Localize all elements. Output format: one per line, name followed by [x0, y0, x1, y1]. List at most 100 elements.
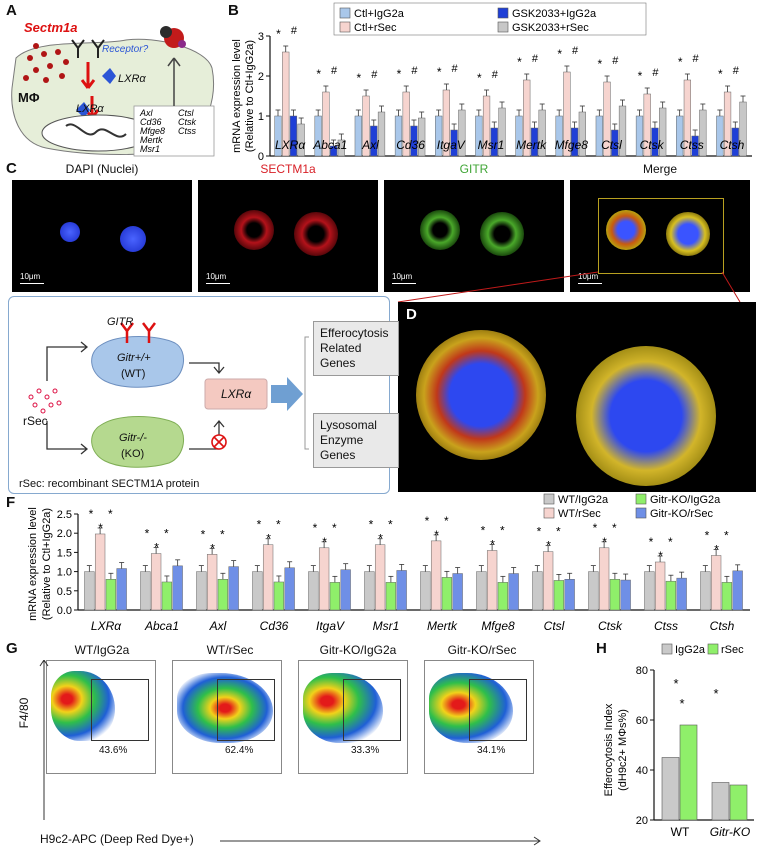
group-label: Gitr-KO	[710, 825, 750, 839]
gitr-label: GITR	[107, 316, 133, 328]
sig-star: *	[98, 521, 103, 535]
scale-bar	[392, 283, 416, 284]
efferocytosis-icon	[160, 26, 186, 48]
bar	[542, 551, 554, 611]
sig-star: *	[397, 67, 402, 81]
sig-star: *	[593, 521, 598, 535]
sig-hash: #	[733, 65, 740, 77]
y-label-line1: mRNA expression level	[231, 39, 243, 153]
legend-label: WT/IgG2a	[558, 494, 609, 506]
panel-letter-g: G	[6, 640, 18, 657]
bar	[661, 757, 680, 821]
bar	[588, 571, 599, 611]
flow-density	[429, 673, 513, 743]
category-label: Ctsk	[598, 619, 623, 633]
flow-percent-3: 33.3%	[351, 745, 380, 756]
category-label: Ctsl	[544, 619, 565, 633]
y-label-line1: mRNA expression level	[27, 507, 39, 621]
sig-hash: #	[492, 69, 499, 81]
bar	[308, 571, 319, 611]
sig-star: *	[425, 514, 430, 528]
sig-hash: #	[452, 63, 459, 75]
scale-bar	[578, 283, 602, 284]
sig-star: *	[356, 71, 361, 85]
y-tick-label: 1.0	[57, 567, 72, 579]
lxra-box-label: LXRα	[221, 387, 252, 401]
bar	[654, 561, 666, 611]
merge-image: 10μm	[570, 180, 750, 292]
category-label: Msr1	[478, 138, 505, 152]
rsec-label: rSec	[23, 414, 48, 428]
lxra-shape-icon-2	[76, 102, 90, 118]
panel-e-box: GITR Gitr+/+ (WT) Gitr-/- (KO) rSec LXRα…	[8, 296, 399, 494]
gene-label: Msr1	[140, 144, 160, 154]
category-label: Ctsh	[710, 619, 735, 633]
bar	[374, 544, 386, 611]
sig-star: *	[714, 542, 719, 556]
sig-star: *	[668, 535, 673, 549]
bar	[700, 571, 711, 611]
bar	[396, 570, 407, 611]
cell-1	[234, 210, 274, 250]
sig-star: *	[678, 55, 683, 69]
lxra-shape-icon	[102, 68, 116, 84]
panel-e-footnote: rSec: recombinant SECTM1A protein	[19, 478, 199, 490]
y-label-line1: Efferocytosis Index	[603, 703, 615, 796]
category-label: Mertk	[427, 619, 458, 633]
category-label: Cd36	[260, 619, 289, 633]
category-label: ItgaV	[437, 138, 466, 152]
sig-star: *	[220, 527, 225, 541]
scale-bar-label: 10μm	[578, 272, 599, 281]
y-label-line2: (Relative to Ctl+IgG2a)	[41, 508, 53, 620]
sig-star: *	[537, 525, 542, 539]
bar	[732, 570, 743, 611]
sig-star: *	[602, 535, 607, 549]
sig-star: *	[434, 528, 439, 542]
sig-star: *	[154, 541, 159, 555]
panel-e-schematic: GITR Gitr+/+ (WT) Gitr-/- (KO) rSec LXRα…	[19, 316, 309, 490]
legend-label: GSK2033+IgG2a	[512, 8, 597, 20]
lxra-box	[204, 378, 268, 410]
sectm1a-channel-label: SECTM1a	[260, 162, 316, 176]
bar	[262, 544, 274, 611]
sig-hash: #	[371, 69, 378, 81]
panel-letter-h: H	[596, 640, 607, 657]
panel-letter-b: B	[228, 2, 239, 19]
ko-label: (KO)	[121, 448, 144, 460]
legend-swatch	[707, 643, 719, 655]
category-label: Ctss	[680, 138, 704, 152]
arrow-up-icon	[167, 57, 181, 106]
cell-1	[420, 210, 460, 250]
bar	[340, 569, 351, 611]
bar	[385, 582, 397, 611]
wt-arrow-icon	[189, 362, 225, 375]
sig-star: *	[481, 523, 486, 537]
flow-gate	[91, 679, 149, 741]
legend-label: Gitr-KO/rSec	[650, 508, 713, 520]
category-label: Ctsl	[601, 138, 622, 152]
sectm1a-label: Sectm1a	[24, 20, 77, 35]
flow-plot-3: 33.3%	[298, 660, 408, 774]
receptor-icon	[71, 39, 105, 58]
flow-plot-4: 34.1%	[424, 660, 534, 774]
category-label: Axl	[209, 619, 227, 633]
box1-line3: Genes	[320, 356, 356, 370]
gene-label: Ctsk	[178, 117, 197, 127]
category-label: Mfge8	[481, 619, 515, 633]
sig-star: *	[679, 696, 684, 711]
gitr-receptor-icon	[120, 322, 156, 343]
lxra-label-top: LXRα	[118, 73, 146, 85]
rsec-dots-icon	[28, 388, 62, 414]
sig-star: *	[145, 527, 150, 541]
sig-star: *	[658, 549, 663, 563]
gene-label: Ctss	[178, 126, 197, 136]
category-label: ItgaV	[316, 619, 345, 633]
flow-gate	[343, 679, 401, 741]
bar	[598, 547, 610, 611]
bar	[476, 571, 487, 611]
sig-hash: #	[532, 53, 539, 65]
sig-star: *	[276, 518, 281, 532]
zoomed-cell-1	[416, 330, 546, 460]
